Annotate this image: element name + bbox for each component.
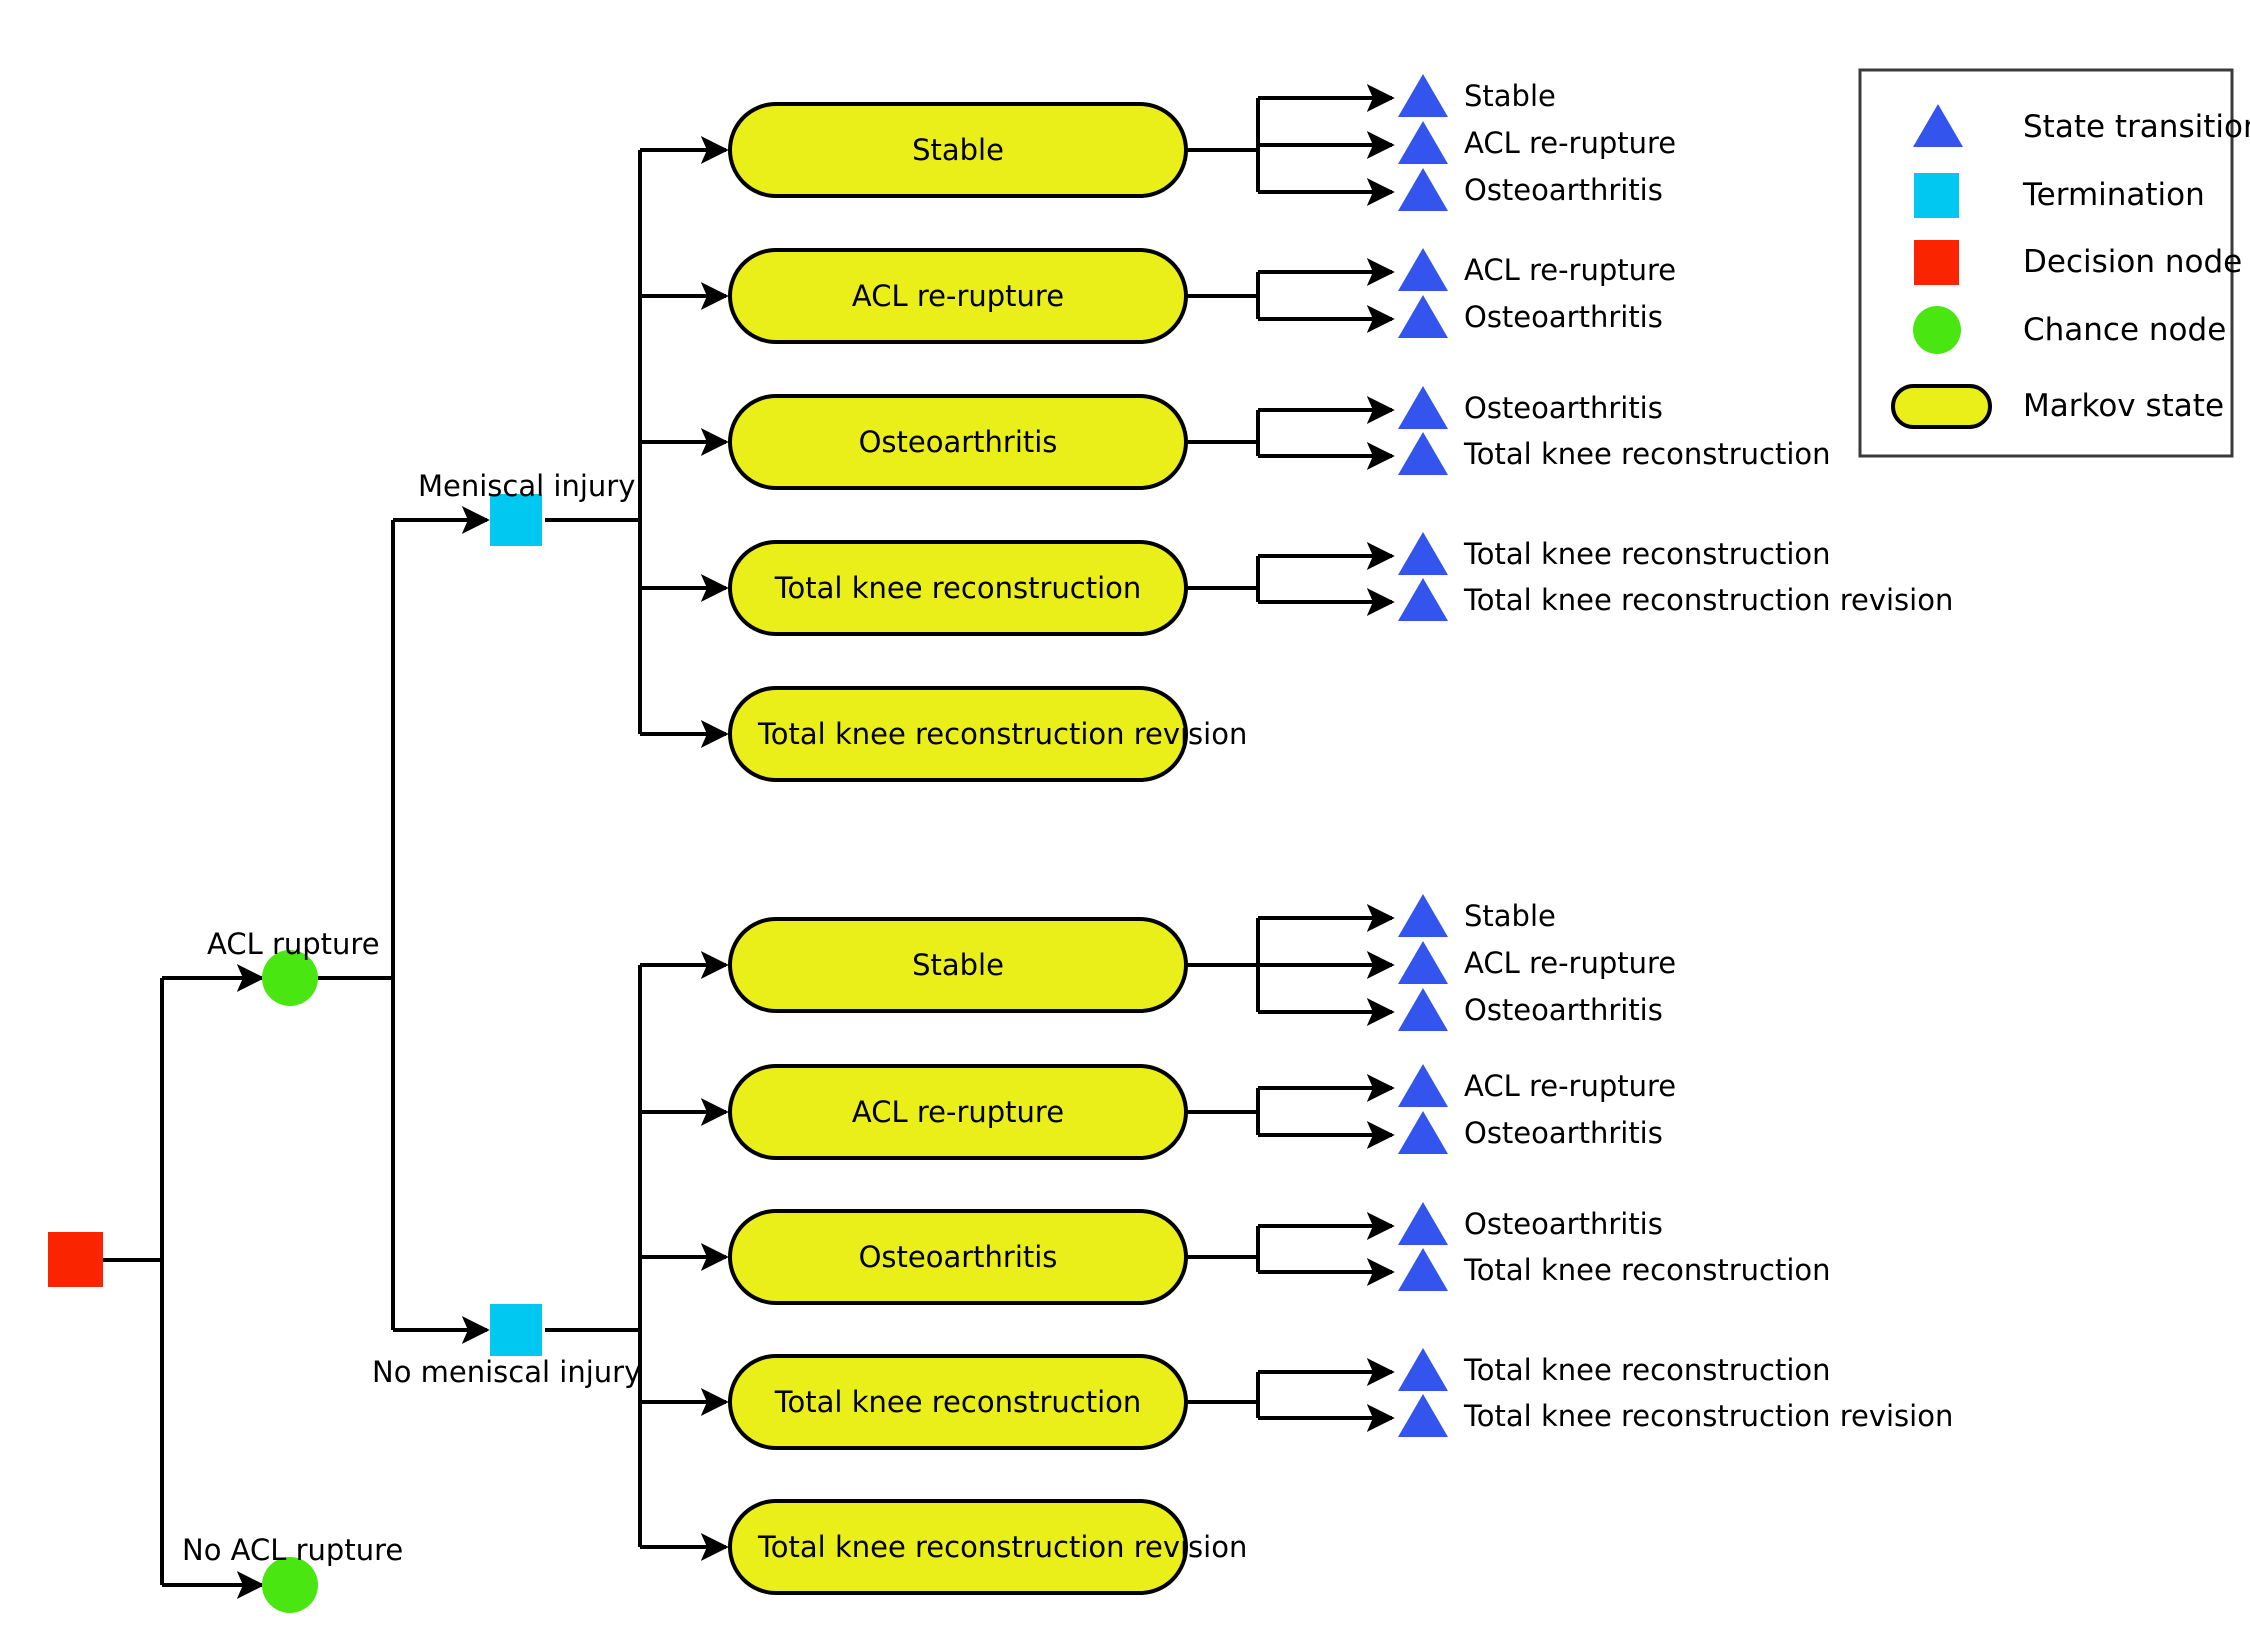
state-transition-label: Osteoarthritis xyxy=(1464,391,1663,425)
chance-node-acl-rupture[interactable] xyxy=(262,950,318,1006)
state-transition-triangle-icon xyxy=(1398,1348,1448,1391)
node-layer xyxy=(48,74,1448,1613)
state-transition-triangle-icon xyxy=(1398,121,1448,164)
state-transition-label: Stable xyxy=(1464,79,1556,113)
branch-label-meniscal-injury: Meniscal injury xyxy=(418,469,636,503)
markov-state-box[interactable] xyxy=(728,1354,1188,1450)
branch-label-no-meniscal-injury: No meniscal injury xyxy=(372,1355,642,1389)
branch-label-acl-rupture: ACL rupture xyxy=(207,927,380,961)
legend-label-state-transition: State transition xyxy=(2023,109,2250,145)
chance-node-no-acl-rupture[interactable] xyxy=(262,1557,318,1613)
markov-state-label: Total knee reconstruction revision xyxy=(758,717,1248,751)
state-transition-label: Osteoarthritis xyxy=(1464,300,1663,334)
state-transition-triangle-icon xyxy=(1398,432,1448,475)
state-transition-label: ACL re-rupture xyxy=(1464,253,1677,287)
state-transition-label: ACL re-rupture xyxy=(1464,1069,1677,1103)
termination-node-no-meniscal-injury[interactable] xyxy=(490,1304,542,1356)
state-transition-triangle-icon xyxy=(1398,941,1448,984)
markov-state-label: Total knee reconstruction xyxy=(774,571,1142,605)
markov-state-box[interactable] xyxy=(728,1499,1188,1595)
state-transition-label: ACL re-rupture xyxy=(1464,126,1677,160)
state-transition-label: Total knee reconstruction xyxy=(1464,1253,1831,1287)
markov-state-box[interactable] xyxy=(728,540,1188,636)
state-transition-triangle-icon xyxy=(1398,1202,1448,1245)
state-transition-triangle-icon xyxy=(1398,1064,1448,1107)
legend-state-transition-triangle-icon xyxy=(1913,104,1963,147)
markov-state-label: Osteoarthritis xyxy=(858,1240,1058,1274)
state-transition-label: Total knee reconstruction xyxy=(1464,437,1831,471)
markov-state-box[interactable] xyxy=(728,1209,1188,1305)
state-transition-label: Total knee reconstruction xyxy=(1464,537,1831,571)
markov-state-label: ACL re-rupture xyxy=(851,279,1065,313)
state-transition-triangle-icon xyxy=(1398,988,1448,1031)
legend-decision-square-icon xyxy=(1914,240,1959,285)
state-transition-label: Osteoarthritis xyxy=(1464,1116,1663,1150)
legend-label-chance-node: Chance node xyxy=(2023,312,2227,348)
markov-state-box[interactable] xyxy=(728,248,1188,344)
state-transition-triangle-icon xyxy=(1398,295,1448,338)
legend-chance-circle-icon xyxy=(1913,306,1961,354)
edge-layer xyxy=(90,84,1395,1599)
termination-node-meniscal-injury[interactable] xyxy=(490,494,542,546)
state-transition-triangle-icon xyxy=(1398,1248,1448,1291)
markov-state-box[interactable] xyxy=(728,686,1188,782)
markov-state-label: Total knee reconstruction revision xyxy=(758,1530,1248,1564)
markov-state-label: Osteoarthritis xyxy=(858,425,1058,459)
markov-state-label: Total knee reconstruction xyxy=(774,1385,1142,1419)
state-transition-label: Osteoarthritis xyxy=(1464,993,1663,1027)
state-transition-triangle-icon xyxy=(1398,532,1448,575)
markov-state-box[interactable] xyxy=(728,394,1188,490)
state-transition-triangle-icon xyxy=(1398,248,1448,291)
markov-state-box[interactable] xyxy=(728,1064,1188,1160)
state-transition-label: Osteoarthritis xyxy=(1464,173,1663,207)
state-transition-triangle-icon xyxy=(1398,894,1448,937)
state-transition-label: Total knee reconstruction revision xyxy=(1464,1399,1954,1433)
state-transition-label: Osteoarthritis xyxy=(1464,1207,1663,1241)
state-transition-label: ACL re-rupture xyxy=(1464,946,1677,980)
legend-label-markov-state: Markov state xyxy=(2023,388,2225,424)
state-transition-triangle-icon xyxy=(1398,1394,1448,1437)
legend-panel xyxy=(1858,68,2234,458)
legend-label-termination: Termination xyxy=(2023,177,2205,213)
markov-state-label: ACL re-rupture xyxy=(851,1095,1065,1129)
state-transition-label: Stable xyxy=(1464,899,1556,933)
state-transition-triangle-icon xyxy=(1398,168,1448,211)
state-transition-triangle-icon xyxy=(1398,1111,1448,1154)
markov-state-box[interactable] xyxy=(728,102,1188,198)
legend-label-decision-node: Decision node xyxy=(2023,244,2243,280)
decision-node-root[interactable] xyxy=(48,1232,103,1287)
legend-markov-state-rect-icon xyxy=(1891,384,1992,429)
state-transition-triangle-icon xyxy=(1398,386,1448,429)
markov-state-label: Stable xyxy=(912,948,1004,982)
markov-state-label: Stable xyxy=(912,133,1004,167)
legend-termination-square-icon xyxy=(1914,173,1959,218)
state-transition-triangle-icon xyxy=(1398,578,1448,621)
branch-label-no-acl-rupture: No ACL rupture xyxy=(182,1533,404,1567)
state-transition-label: Total knee reconstruction revision xyxy=(1464,583,1954,617)
state-transition-label: Total knee reconstruction xyxy=(1464,1353,1831,1387)
markov-state-box[interactable] xyxy=(728,917,1188,1013)
state-transition-triangle-icon xyxy=(1398,74,1448,117)
